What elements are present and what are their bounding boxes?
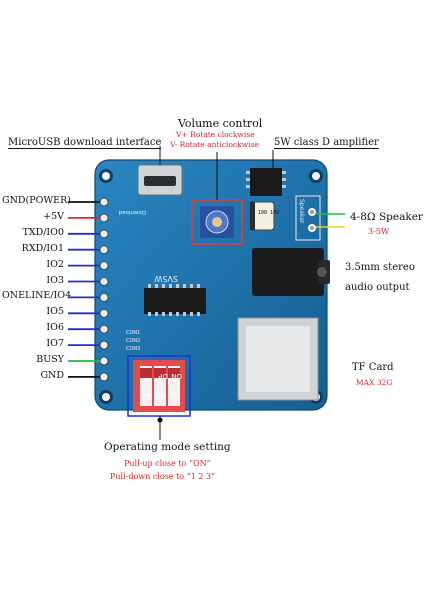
chip-leg [190,312,193,316]
con2-silk: CON2 [126,338,140,344]
pin-label: GND(POWER) [2,195,71,206]
audio-jack [252,248,330,296]
volume-plus-note: V+ Rotate clockwise [176,130,255,139]
pin-header [99,197,109,382]
pin-wires [68,201,100,378]
pin-label: +5V [43,210,64,222]
audio-output-line1: 3.5mm stereo [345,262,415,273]
volume-control-title: Volume control [178,117,263,130]
amplifier-chip [246,168,286,196]
electrolytic-capacitor: 100 10V [249,201,279,231]
header-pin [99,229,109,239]
tf-card-max-label: MAX 32G [356,378,393,387]
speaker-silk: Speaker [298,199,305,224]
header-pin [99,197,109,207]
dip-1-label: 1 [143,392,153,398]
dip-dp-label: DP [158,372,168,380]
header-pin [99,277,109,286]
chip-leg [162,312,165,316]
dip-3-label: 3 [171,392,181,398]
main-chip: SV5W [144,274,206,316]
pin-label: IO7 [46,338,64,350]
pin-label: IO6 [46,322,64,334]
con3-silk: CON3 [126,346,140,352]
pin-label: IO3 [46,274,64,286]
pin-label: RXD/IO1 [21,242,64,254]
header-pin [99,292,109,302]
chip-leg [148,284,151,288]
chip-leg [197,312,200,316]
speaker-terminals: Speaker [295,195,321,241]
speaker-power-label: 3-5W [368,227,390,236]
mode-setting-title: Operating mode setting [104,441,231,453]
chip-leg [155,284,158,288]
chip-silk: SV5W [154,274,178,283]
chip-leg [183,312,186,316]
tf-card-slot [237,317,319,401]
capacitor-mark: 100 10V [258,210,279,216]
micro-usb-connector [137,164,183,196]
chip-leg [169,312,172,316]
mode-pulldown-note: Pull-down close to “1 2 3” [110,472,216,481]
speaker-label: 4-8Ω Speaker [350,211,423,223]
pin-label: BUSY [36,354,64,365]
header-pin [99,356,109,366]
pin-label: IO5 [46,306,64,318]
con1-silk: CON1 [126,330,140,336]
volume-minus-note: V- Rotate anticlockwise [170,140,259,149]
chip-leg [169,284,172,288]
header-pin [99,261,109,271]
dip-on-label: ON [171,372,182,380]
header-pin [99,372,109,382]
header-pin [99,213,109,223]
header-pin [99,308,109,318]
chip-leg [190,284,193,288]
pin-label: IO2 [46,258,64,270]
chip-leg [197,284,200,288]
chip-leg [162,284,165,288]
usb-interface-label: MicroUSB download interface [8,137,162,149]
amplifier-label: 5W class D amplifier [274,137,379,149]
mode-pullup-note: Pull-up close to “ON” [124,459,211,468]
audio-output-line2: audio output [345,282,410,293]
dip-switch: ON DP 1 2 3 [127,355,191,417]
dip-2-label: 2 [157,392,167,398]
header-pin [99,324,109,334]
header-pin [99,245,109,255]
tf-card-label: TF Card [352,362,394,373]
header-pin [99,340,109,350]
pin-label: GND [40,369,64,381]
download-silk: Download [119,209,146,215]
pin-label: ONELINE/IO4 [2,290,72,302]
pin-label: TXD/IO0 [22,226,64,238]
chip-leg [176,284,179,288]
chip-leg [148,312,151,316]
chip-leg [155,312,158,316]
chip-leg [183,284,186,288]
volume-potentiometer [191,199,243,245]
chip-leg [176,312,179,316]
